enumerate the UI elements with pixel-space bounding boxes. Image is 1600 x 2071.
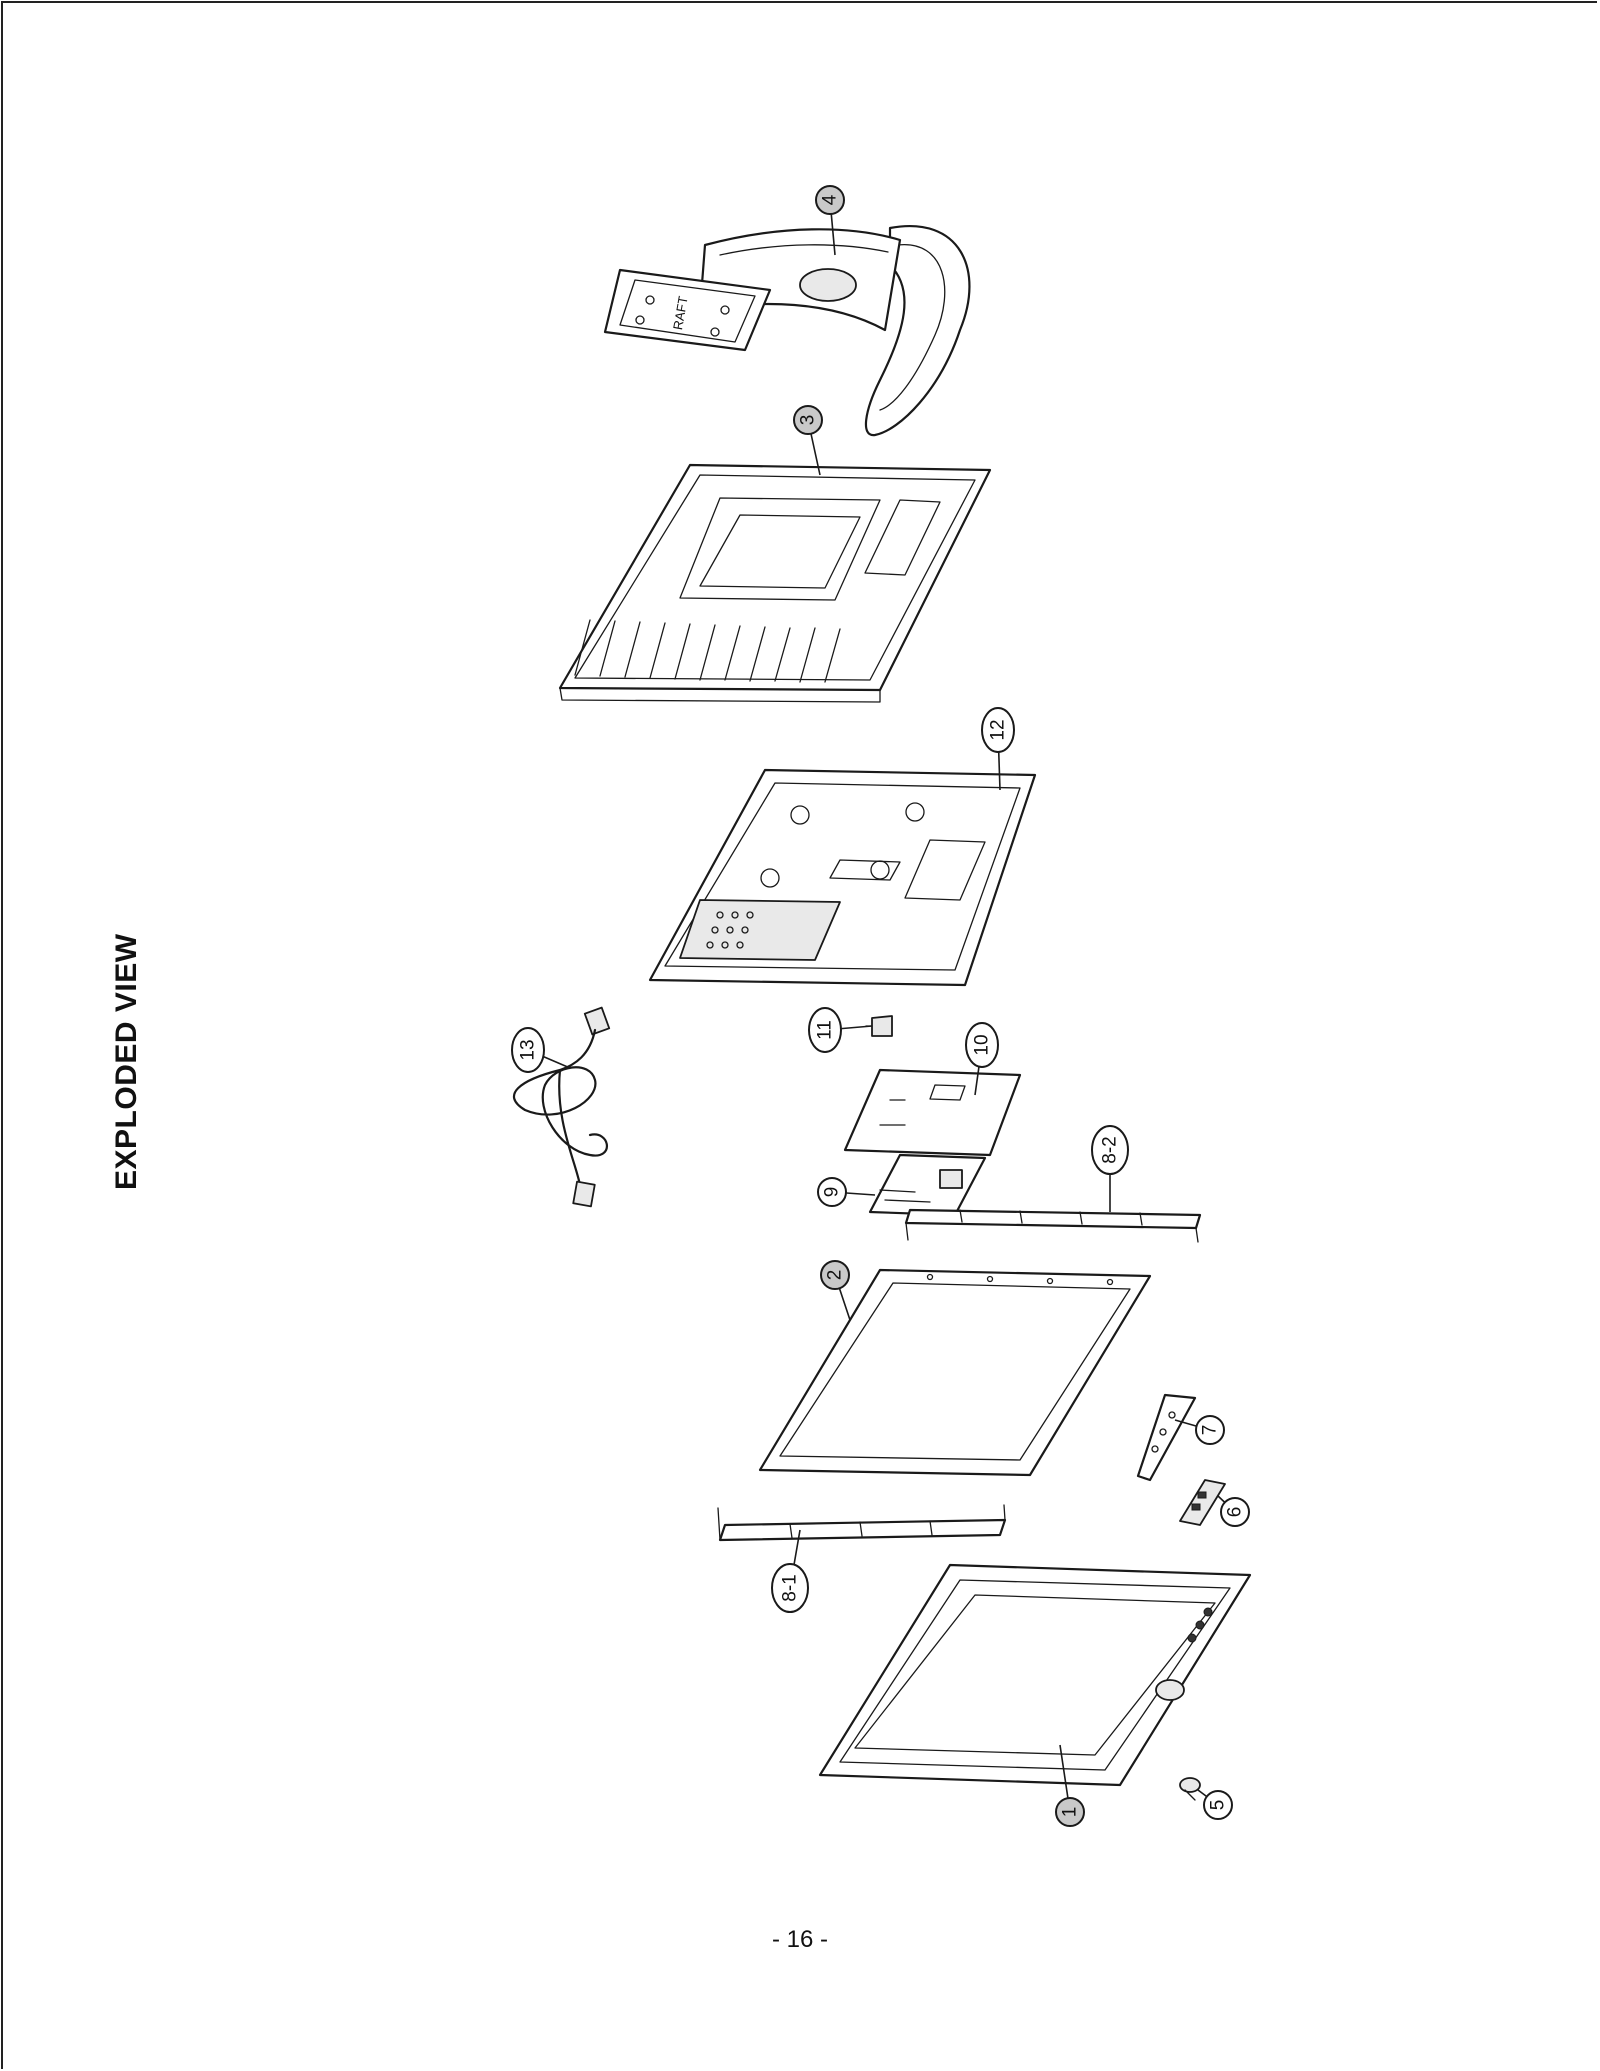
callout-circle-4 [815,185,845,215]
callout-1: 1 [1055,1744,1085,1827]
callout-6: 6 [1217,1495,1250,1527]
callout-circle-3 [793,405,823,435]
callout-label-13: 13 [518,1039,539,1060]
callout-circle-8-2 [1091,1125,1129,1175]
callout-3: 3 [793,405,823,476]
callout-circle-5 [1203,1790,1233,1820]
callout-label-7: 7 [1200,1425,1221,1436]
callout-label-6: 6 [1225,1507,1246,1518]
callout-label-8-1: 8-1 [780,1574,801,1601]
callout-label-12: 12 [988,719,1009,740]
svg-text:RAFT: RAFT [670,295,691,331]
page-number: - 16 - [771,1926,828,1953]
callout-label-3: 3 [798,415,819,426]
callout-label-5: 5 [1208,1800,1229,1811]
callout-11: 11 [808,1007,873,1053]
callout-circle-8-1 [771,1563,809,1613]
callout-label-1: 1 [1060,1807,1081,1818]
callout-circle-7 [1195,1415,1225,1445]
part-buttons [1179,1479,1226,1526]
callout-13: 13 [511,1027,571,1073]
part-power-knob [1179,1777,1201,1801]
callout-circle-6 [1220,1497,1250,1527]
callout-9: 9 [817,1177,876,1207]
callout-circle-2 [820,1260,850,1290]
callout-circle-9 [817,1177,847,1207]
callout-label-8-2: 8-2 [1100,1136,1121,1163]
callout-label-11: 11 [815,1020,836,1040]
callout-circle-12 [981,707,1015,753]
callout-circle-13 [511,1027,545,1073]
callout-label-10: 10 [972,1034,993,1055]
part-stand: RAFT [603,225,971,437]
part-lcd-panel [758,1268,1152,1477]
callout-4: 4 [815,185,845,256]
callout-label-2: 2 [825,1270,846,1281]
callout-circle-10 [965,1022,999,1068]
part-chassis [648,768,1037,987]
callout-12: 12 [981,707,1015,791]
callout-8-1: 8-1 [771,1529,809,1613]
part-bracket-left [717,1504,1007,1542]
callout-circle-1 [1055,1797,1085,1827]
callout-7: 7 [1174,1415,1225,1445]
part-main-board [843,1068,1022,1157]
callout-circle-11 [808,1007,842,1053]
part-power-board [868,1153,987,1217]
callout-10: 10 [965,1022,999,1096]
part-back-cover [558,463,992,703]
callout-label-9: 9 [822,1187,843,1198]
callout-5: 5 [1197,1789,1233,1820]
callout-2: 2 [820,1260,851,1321]
callout-8-2: 8-2 [1091,1125,1129,1212]
callout-label-4: 4 [820,194,841,205]
part-button-board [1136,1393,1197,1482]
part-bracket-right [904,1208,1202,1243]
part-front-bezel [818,1563,1252,1787]
part-cable [512,1006,611,1208]
